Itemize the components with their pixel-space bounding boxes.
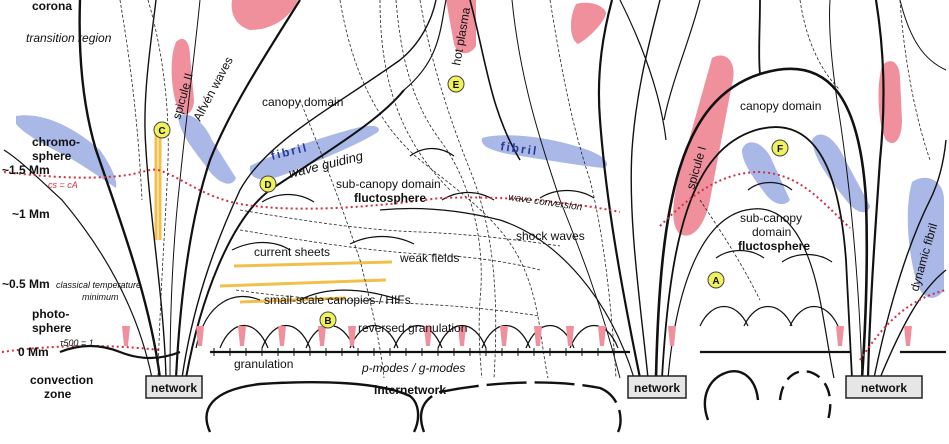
- spicule-far-right: [878, 61, 902, 144]
- fibril-left-band: [178, 114, 236, 184]
- granulation-line: [59, 344, 946, 360]
- svg-text:network: network: [151, 381, 197, 395]
- label-canopy-right: canopy domain: [740, 99, 821, 113]
- svg-text:B: B: [324, 316, 331, 327]
- label-granulation: granulation: [234, 357, 293, 371]
- label-pmodes: p-modes / g-modes: [361, 361, 465, 375]
- label-photo-2: sphere: [32, 321, 72, 335]
- spicule-top-right: [570, 2, 606, 44]
- region-labels: canopy domain canopy domain sub-canopy d…: [169, 6, 940, 397]
- convection-loops: [205, 370, 832, 433]
- label-height-0-5: ~0.5 Mm: [2, 277, 50, 291]
- spicule-top-left: [231, 0, 298, 30]
- label-cs-ca: cs = cA: [48, 180, 78, 190]
- fibril-right-1: [742, 142, 790, 205]
- svg-text:network: network: [861, 381, 907, 395]
- svg-text:C: C: [158, 126, 165, 137]
- marker-e: E: [447, 75, 465, 93]
- label-chromo-2: sphere: [32, 149, 72, 163]
- network-box-left: network: [145, 375, 203, 399]
- label-fluctosphere-mid: fluctosphere: [354, 191, 426, 205]
- label-canopy-left: canopy domain: [262, 95, 343, 109]
- reversed-granulation-marks: [122, 326, 912, 346]
- label-convection-2: zone: [44, 387, 72, 401]
- label-subcanopy-r1: sub-canopy: [740, 211, 802, 225]
- magnetic-field-lines: [3, 0, 947, 379]
- label-convection-1: convection: [30, 373, 93, 387]
- label-classical-1: classical temperature: [56, 280, 141, 290]
- network-box-right: network: [845, 375, 923, 399]
- dynamic-fibril-shape: [907, 177, 944, 298]
- spicule-hot-plasma: [446, 0, 476, 54]
- label-current-sheets: current sheets: [254, 245, 330, 259]
- granulation-ticks: [213, 348, 615, 356]
- equipartition-line: [1, 168, 947, 361]
- label-alfven: Alfvén waves: [190, 54, 236, 123]
- marker-d: D: [259, 175, 277, 193]
- left-axis-labels: corona transition region chromo- sphere …: [2, 0, 141, 401]
- svg-text:E: E: [453, 80, 460, 91]
- label-internetwork: internetwork: [374, 383, 446, 397]
- label-chromo-1: chromo-: [32, 135, 80, 149]
- fibril-right-2: [812, 134, 870, 213]
- spicule-ii-shape: [171, 38, 194, 115]
- label-reversed-granulation: reversed granulation: [358, 321, 467, 335]
- label-tau: τ500 = 1: [60, 338, 94, 348]
- label-transition-region: transition region: [26, 31, 112, 45]
- marker-c: C: [153, 121, 171, 139]
- label-classical-2: minimum: [82, 292, 119, 302]
- label-small-scale: small-scale canopies / HIFs: [264, 293, 411, 307]
- label-corona: corona: [32, 0, 72, 13]
- spicule-i-shape: [673, 55, 734, 236]
- label-height-0: 0 Mm: [18, 345, 49, 359]
- svg-text:network: network: [634, 381, 680, 395]
- label-height-1: ~1 Mm: [12, 207, 50, 221]
- svg-text:F: F: [777, 144, 783, 155]
- current-sheet-lines: [154, 132, 393, 304]
- label-shock-waves: shock waves: [516, 229, 585, 243]
- svg-text:A: A: [712, 276, 719, 287]
- marker-f: F: [771, 139, 789, 157]
- marker-a: A: [707, 271, 725, 289]
- label-photo-1: photo-: [32, 307, 69, 321]
- label-fibril-mid: fibril: [500, 139, 540, 158]
- fibril-far-left: [16, 115, 117, 188]
- label-weak-fields: weak fields: [399, 251, 459, 265]
- label-subcanopy-mid: sub-canopy domain: [336, 177, 441, 191]
- label-height-1-5: ~1.5 Mm: [2, 163, 50, 177]
- label-subcanopy-r2: domain: [752, 225, 791, 239]
- label-fluctosphere-right: fluctosphere: [738, 239, 810, 253]
- dashed-field-lines: [119, 0, 931, 379]
- svg-text:D: D: [264, 180, 271, 191]
- network-box-mid: network: [627, 375, 687, 399]
- marker-b: B: [319, 311, 337, 329]
